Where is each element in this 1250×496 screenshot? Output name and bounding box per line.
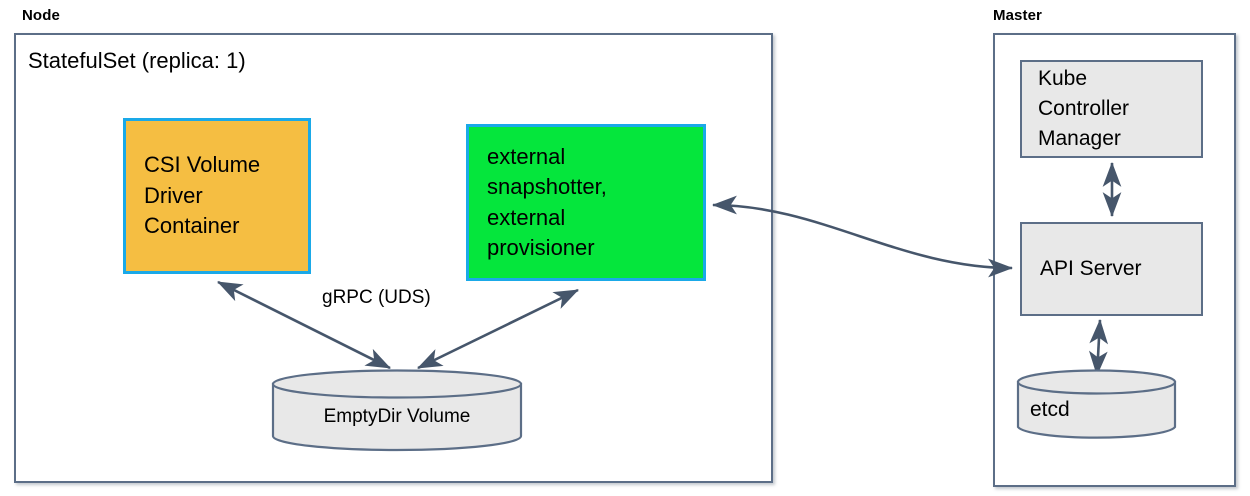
kube-controller-manager-box: Kube Controller Manager [1020, 60, 1203, 158]
api-server-label: API Server [1040, 257, 1142, 281]
emptydir-volume-label: EmptyDir Volume [323, 406, 471, 427]
node-group-label: Node [22, 7, 60, 24]
external-snapshotter-provisioner-label: external snapshotter, external provision… [487, 143, 607, 260]
master-group-label: Master [993, 7, 1042, 24]
emptydir-cylinder-shape [271, 369, 523, 452]
kube-controller-manager-label: Kube Controller Manager [1038, 67, 1130, 150]
emptydir-volume-cylinder [271, 369, 523, 455]
csi-volume-driver-container-label: CSI Volume Driver Container [144, 152, 261, 239]
external-snapshotter-provisioner-box: external snapshotter, external provision… [466, 124, 706, 281]
csi-volume-driver-container-box: CSI Volume Driver Container [123, 118, 311, 274]
etcd-cylinder [1016, 369, 1177, 443]
etcd-label: etcd [1030, 398, 1070, 421]
etcd-cylinder-shape [1016, 369, 1177, 439]
statefulset-title: StatefulSet (replica: 1) [28, 48, 246, 73]
grpc-uds-edge-label: gRPC (UDS) [322, 287, 431, 308]
api-server-box: API Server [1020, 222, 1203, 316]
